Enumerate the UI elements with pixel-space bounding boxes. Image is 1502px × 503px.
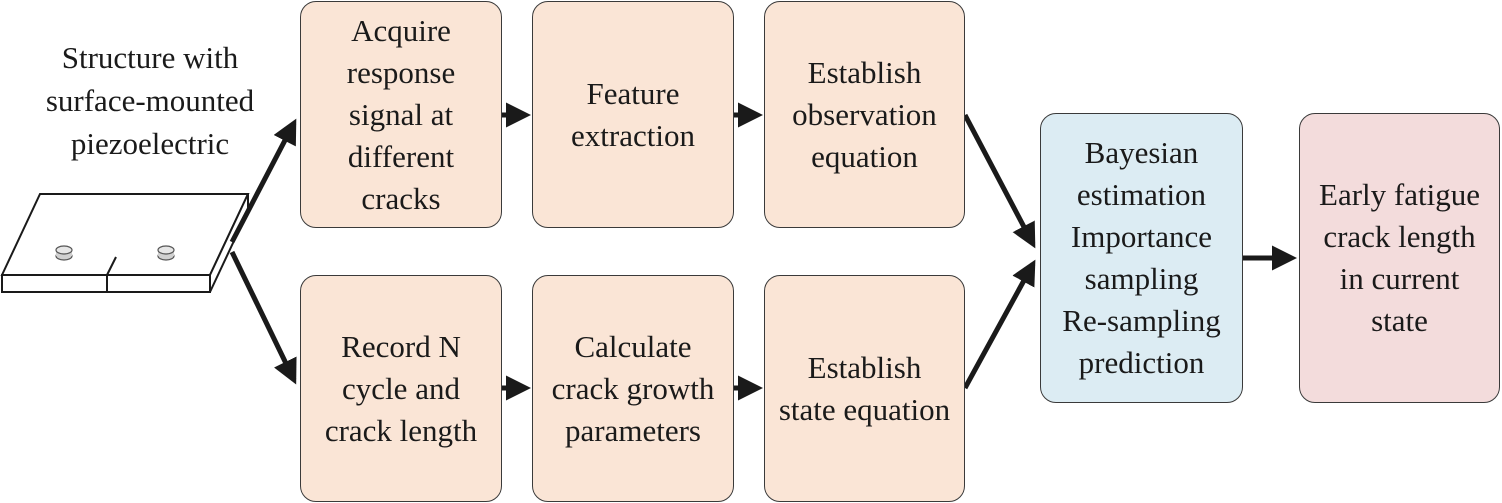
structure-label: Structure with surface-mounted piezoelec… — [45, 40, 255, 161]
feature-extraction-text: Feature extraction — [571, 75, 695, 153]
feature-extraction-box: Feature extraction — [532, 1, 734, 228]
state-equation-box: Establish state equation — [764, 275, 965, 502]
plate-top-face — [0, 193, 250, 276]
record-cycle-text: Record N cycle and crack length — [324, 328, 478, 448]
arrow-observation-to-bayesian — [962, 113, 1036, 249]
arrow-plate-to-acquire — [229, 118, 297, 244]
piezo-sensor-left — [55, 245, 73, 261]
crack-growth-box: Calculate crack growth parameters — [532, 275, 734, 502]
result-box: Early fatigue crack length in current st… — [1299, 113, 1500, 403]
record-cycle-box: Record N cycle and crack length — [300, 275, 502, 502]
bayesian-estimation-box: Bayesian estimation Importance sampling … — [1040, 113, 1243, 403]
result-text: Early fatigue crack length in current st… — [1319, 177, 1480, 338]
observation-equation-text: Establish observation equation — [792, 54, 937, 174]
arrow-state-to-bayesian — [962, 259, 1036, 390]
arrow-plate-to-record — [229, 250, 297, 385]
acquire-signal-text: Acquire response signal at different cra… — [346, 12, 456, 216]
observation-equation-box: Establish observation equation — [764, 1, 965, 228]
bayesian-estimation-text: Bayesian estimation Importance sampling … — [1062, 135, 1221, 380]
piezo-sensor-right — [157, 245, 175, 261]
crack-line-top — [106, 256, 117, 276]
crack-growth-text: Calculate crack growth parameters — [551, 328, 715, 448]
acquire-signal-box: Acquire response signal at different cra… — [300, 1, 502, 228]
plate-illustration — [0, 193, 250, 293]
state-equation-text: Establish state equation — [778, 349, 951, 427]
